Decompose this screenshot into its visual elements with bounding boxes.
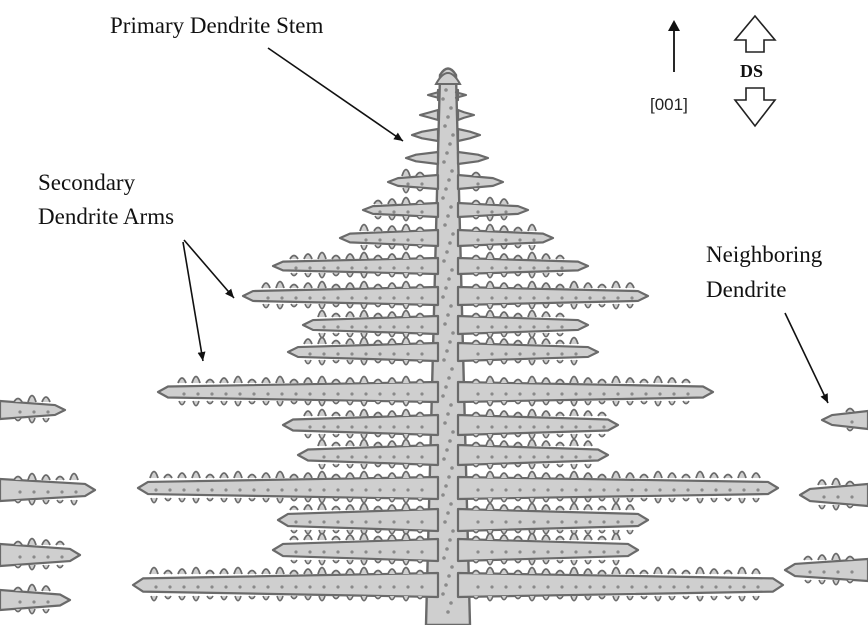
secondary-arm-left (283, 410, 438, 439)
neighboring-dendrite-label-line1: Neighboring (706, 242, 823, 267)
secondary-arm-right (458, 568, 783, 601)
secondary-arm-left (363, 198, 438, 221)
neighboring-dendrite-pointer-arrow (785, 313, 828, 403)
primary-stem-label: Primary Dendrite Stem (110, 13, 323, 38)
secondary-arm-left (298, 440, 438, 469)
secondary-arm-right (458, 472, 778, 503)
neighbor-arm (0, 474, 95, 505)
secondary-arm-left (278, 504, 438, 535)
secondary-arm-right (458, 534, 638, 565)
secondary-arm-left (428, 90, 438, 100)
up-arrow-icon (668, 20, 680, 72)
secondary-arm-right (458, 377, 713, 406)
secondary-arms-pointer-arrow-2 (183, 242, 203, 361)
secondary-arm-right (458, 410, 618, 439)
secondary-arm-right (458, 253, 588, 278)
secondary-arm-right (458, 504, 648, 535)
direction-label: [001] (650, 95, 688, 114)
neighbor-arm (800, 479, 868, 510)
secondary-arm-left (158, 377, 438, 406)
secondary-arm-left (412, 129, 438, 141)
secondary-arm-right (456, 90, 466, 100)
secondary-arm-left (420, 110, 438, 120)
secondary-arm-left (406, 152, 438, 164)
secondary-arm-right (458, 440, 608, 469)
secondary-arm-left (288, 338, 438, 365)
secondary-arm-right (458, 198, 528, 221)
neighbor-arm (0, 539, 80, 570)
secondary-arm-right (458, 152, 488, 164)
secondary-arms-label-line2: Dendrite Arms (38, 204, 174, 229)
secondary-arm-left (243, 282, 438, 309)
secondary-arm-left (388, 170, 438, 193)
ds-label: DS (740, 61, 763, 81)
secondary-arm-right (458, 173, 503, 191)
neighbor-arm (822, 409, 868, 431)
secondary-arm-right (458, 311, 588, 338)
secondary-arm-right (458, 338, 598, 365)
secondary-arm-right (458, 282, 648, 309)
neighbor-arm (0, 396, 65, 423)
right-neighbor-dendrite-illustration (785, 409, 868, 585)
secondary-arm-left (133, 568, 438, 601)
primary-dendrite-illustration (133, 69, 783, 625)
secondary-arm-left (303, 311, 438, 338)
secondary-arm-left (273, 253, 438, 278)
primary-stem-pointer-arrow (268, 48, 403, 141)
neighbor-arm (0, 585, 70, 614)
secondary-arm-right (458, 110, 474, 120)
neighboring-dendrite-label-line2: Dendrite (706, 277, 786, 302)
secondary-arm-right (458, 225, 553, 250)
secondary-arm-left (138, 472, 438, 503)
secondary-arm-left (273, 534, 438, 565)
secondary-arms-label-line1: Secondary (38, 170, 136, 195)
neighbor-arm (785, 554, 868, 585)
secondary-arm-right (458, 129, 480, 141)
secondary-arm-left (340, 225, 438, 250)
left-neighbor-dendrite-illustration (0, 396, 95, 614)
